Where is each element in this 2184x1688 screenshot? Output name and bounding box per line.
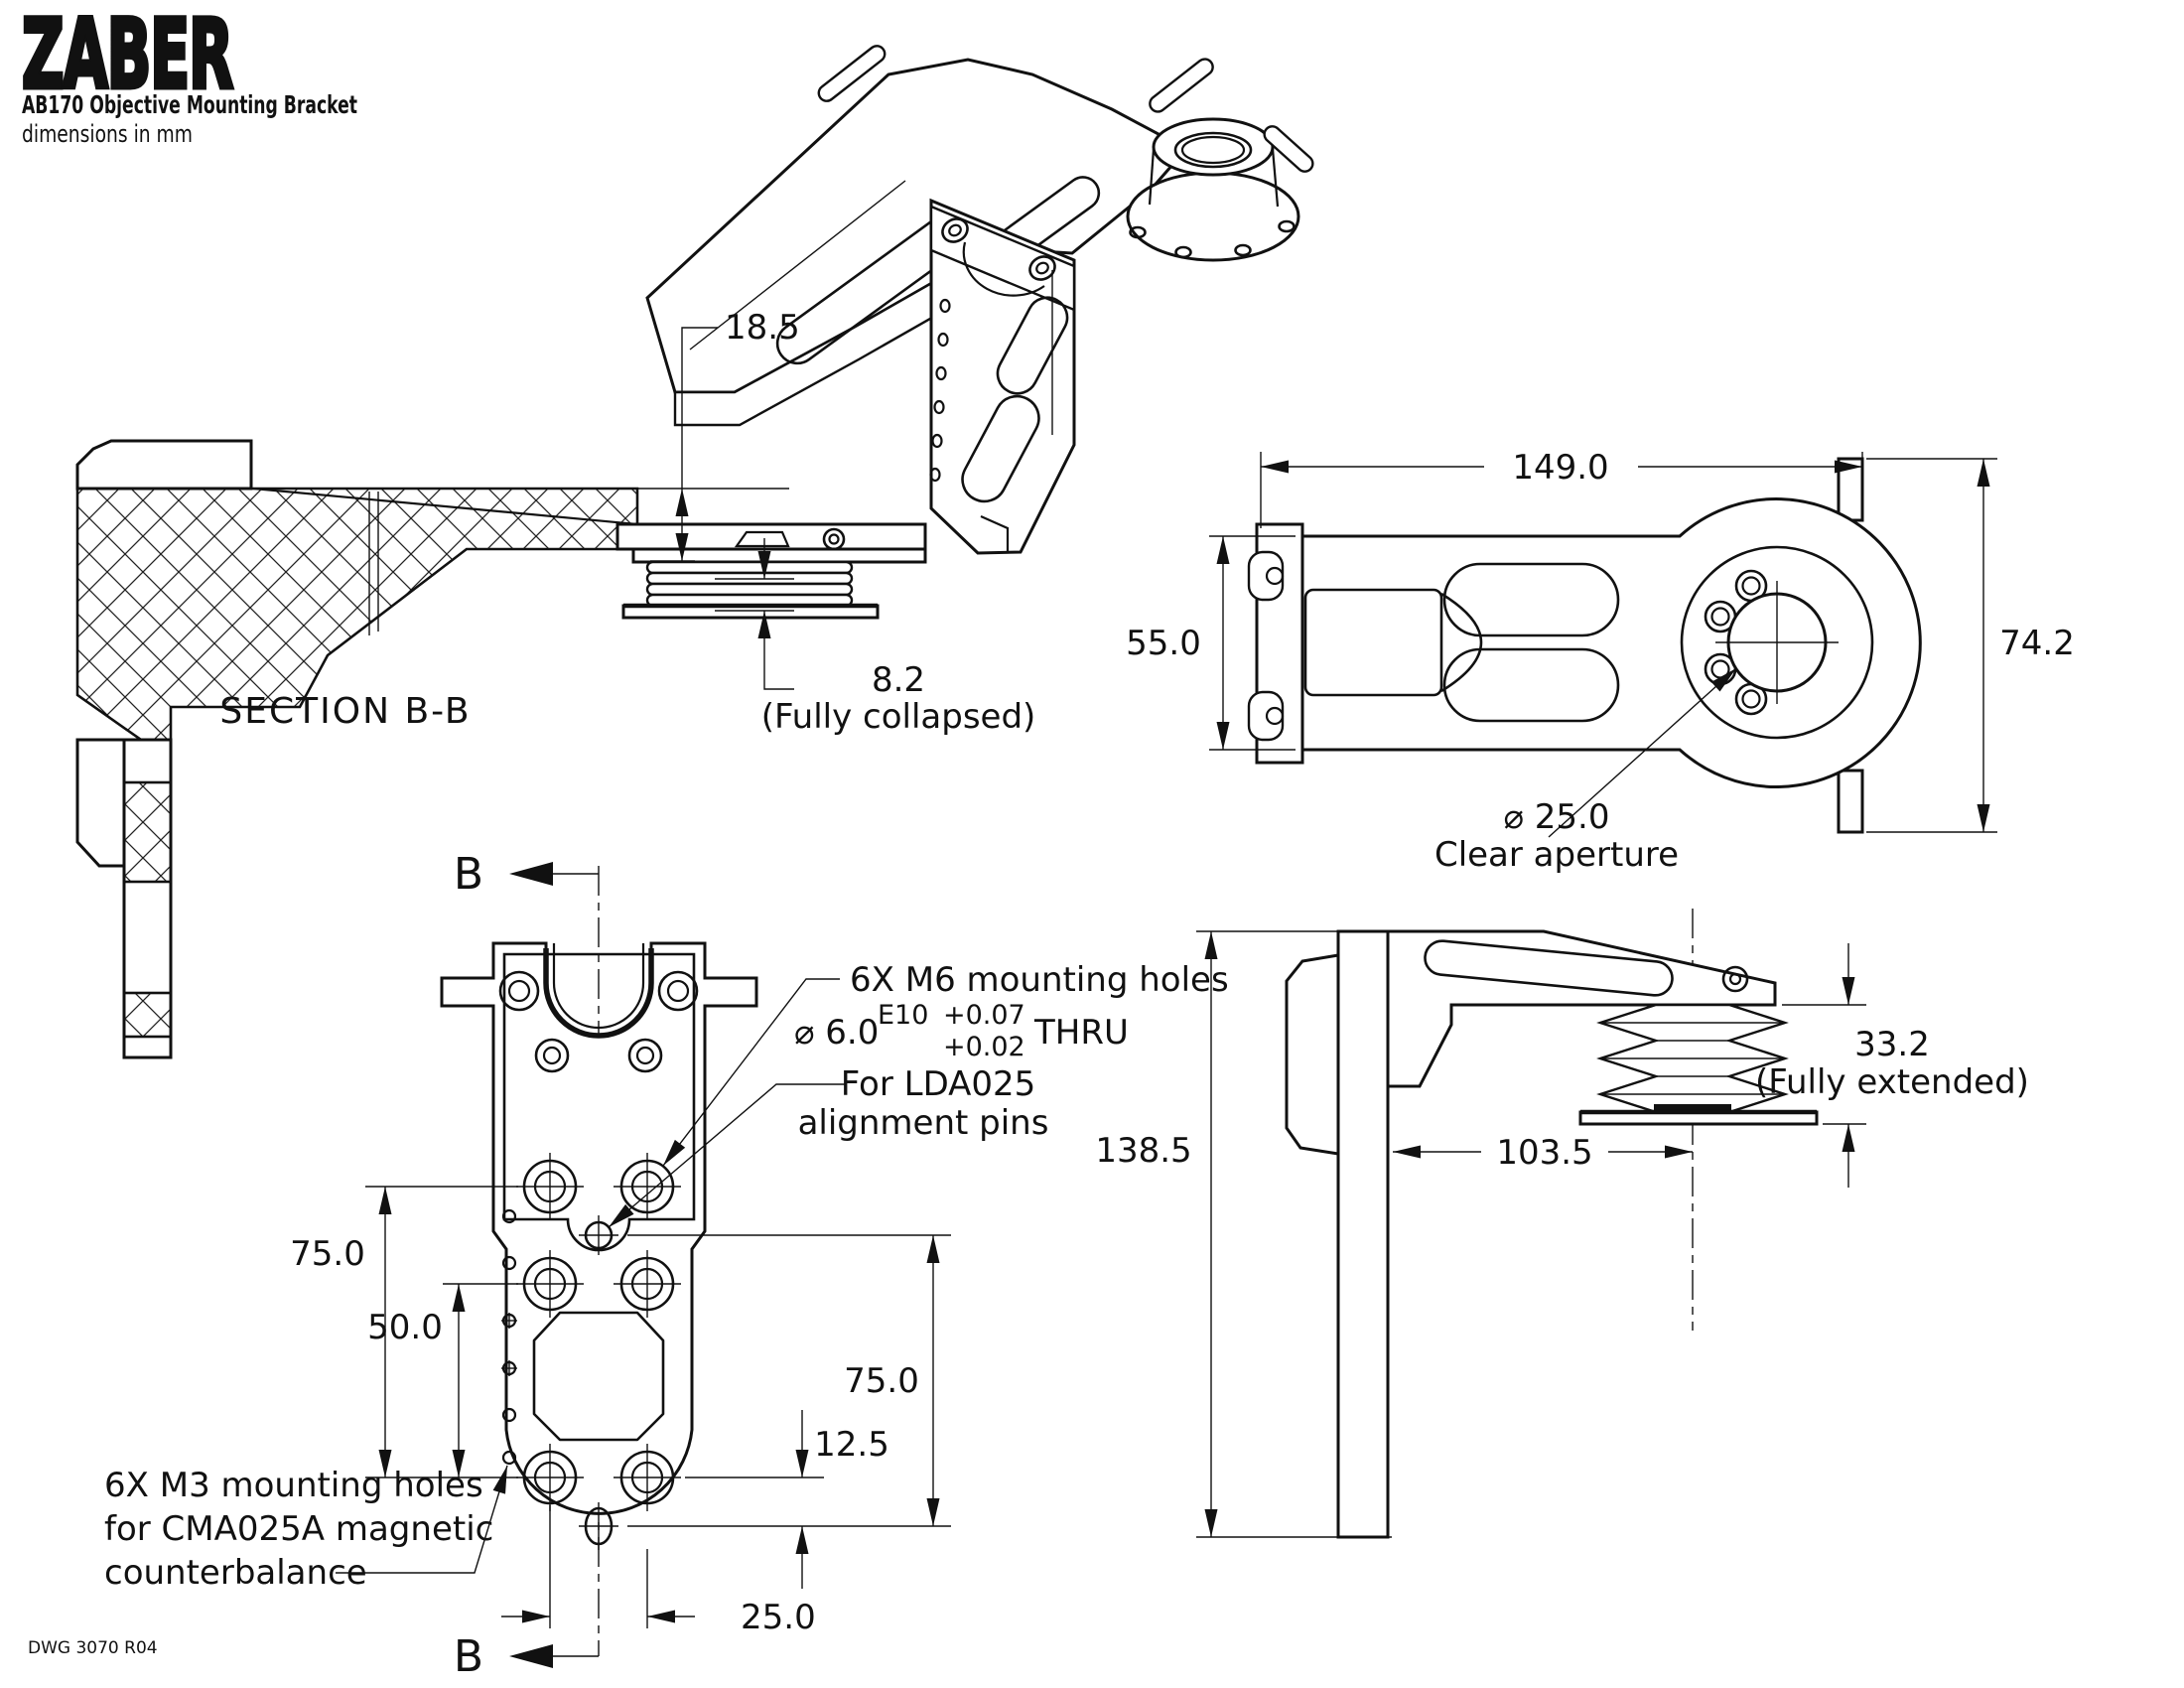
iso-screw (941, 217, 969, 243)
front-view: B (104, 849, 1229, 1682)
iso-flange-plate (1126, 171, 1300, 262)
dim-149: 149.0 (1512, 448, 1608, 488)
section-leg-block (75, 738, 126, 868)
iso-bore (1173, 131, 1253, 169)
side-arm (1386, 929, 1777, 1088)
top-clamp-prism (1303, 588, 1443, 697)
zaber-logo: ZABER (22, 0, 232, 110)
pin-tol-upper: +0.07 (943, 1000, 1025, 1031)
front-pin-holes (579, 1215, 618, 1550)
pin-thru: THRU (1033, 1013, 1129, 1053)
drawing-title: AB170 Objective Mounting Bracket (22, 90, 357, 119)
label-m6-holes: 6X M6 mounting holes (850, 960, 1229, 1000)
dim-55: 55.0 (1126, 624, 1201, 663)
section-bellows-collapsed (645, 560, 854, 575)
dim-138-5: 138.5 (1095, 1131, 1191, 1171)
drawing-subtitle: dimensions in mm (22, 120, 193, 148)
iso-pin (1149, 58, 1214, 113)
dim-8-2-note: (Fully collapsed) (761, 697, 1036, 737)
dim-18-5: 18.5 (725, 308, 800, 348)
section-marker-b-bottom: B (454, 1631, 483, 1682)
top-pin-upper (1837, 457, 1864, 522)
section-label: SECTION B-B (219, 691, 471, 732)
dim-103-5: 103.5 (1496, 1133, 1592, 1173)
front-notch (543, 948, 654, 1039)
label-m3-line3: counterbalance (104, 1553, 367, 1593)
label-m3-line1: 6X M3 mounting holes (104, 1466, 483, 1505)
side-clamp-profile (1285, 953, 1340, 1156)
side-arm-screw (1721, 965, 1749, 993)
dim-50: 50.0 (367, 1308, 443, 1347)
dim-33-2-note: (Fully extended) (1755, 1062, 2029, 1102)
side-bellows-hub (1654, 1104, 1731, 1112)
dim-75-left: 75.0 (290, 1234, 365, 1274)
dim-8-2: 8.2 (872, 660, 925, 700)
dim-aperture: ⌀ 25.0 (1504, 797, 1610, 837)
section-arrow-top (509, 862, 553, 886)
section-marker-b-top: B (454, 849, 483, 900)
dim-25: 25.0 (741, 1598, 816, 1637)
label-lda025-line2: alignment pins (798, 1103, 1049, 1143)
pin-diameter: ⌀ 6.0 (794, 1013, 879, 1053)
top-cutout-lower (1442, 647, 1620, 723)
top-pin-lower (1837, 769, 1864, 834)
dim-33-2: 33.2 (1854, 1025, 1930, 1064)
dim-75-right: 75.0 (844, 1361, 919, 1401)
dwg-number: DWG 3070 R04 (28, 1638, 158, 1658)
section-clamp-block (75, 439, 253, 491)
section-view: 18.5 8.2 (Fully collapsed) SECTION B-B (75, 308, 1036, 1059)
front-m6-holes (516, 1153, 681, 1511)
iso-screw (1028, 255, 1056, 281)
section-stage-body (615, 522, 927, 551)
section-stage-plate (631, 547, 927, 564)
label-m3-line2: for CMA025A magnetic (104, 1509, 493, 1549)
dim-12-5: 12.5 (814, 1425, 889, 1465)
side-mount-plate (1336, 929, 1390, 1539)
header: ZABER AB170 Objective Mounting Bracket d… (20, 0, 358, 148)
iso-pin (817, 45, 887, 102)
iso-pin (1263, 125, 1314, 173)
side-view: 138.5 103.5 33.2 (Fully extended) (1095, 909, 2029, 1539)
isometric-view (645, 45, 1314, 555)
front-center-cutout (532, 1311, 665, 1442)
front-corner-screws (498, 970, 699, 1073)
top-clamp-ring (1680, 545, 1874, 740)
iso-plate-cutout (996, 296, 1069, 395)
section-arrow-bottom (509, 1644, 553, 1668)
front-m3-holes (501, 1208, 517, 1466)
pin-fit-class: E10 (878, 1000, 928, 1031)
pin-tol-lower: +0.02 (943, 1032, 1025, 1062)
side-arm-slot (1424, 939, 1674, 997)
label-lda025-line1: For LDA025 (841, 1064, 1036, 1104)
label-clear-aperture: Clear aperture (1434, 835, 1679, 875)
iso-plate-cutout (961, 394, 1040, 503)
dim-74-2: 74.2 (1999, 624, 2075, 663)
top-view: 149.0 55.0 74.2 ⌀ 25.0 Clear aperture (1126, 448, 2075, 875)
top-cutout-upper (1442, 562, 1620, 637)
